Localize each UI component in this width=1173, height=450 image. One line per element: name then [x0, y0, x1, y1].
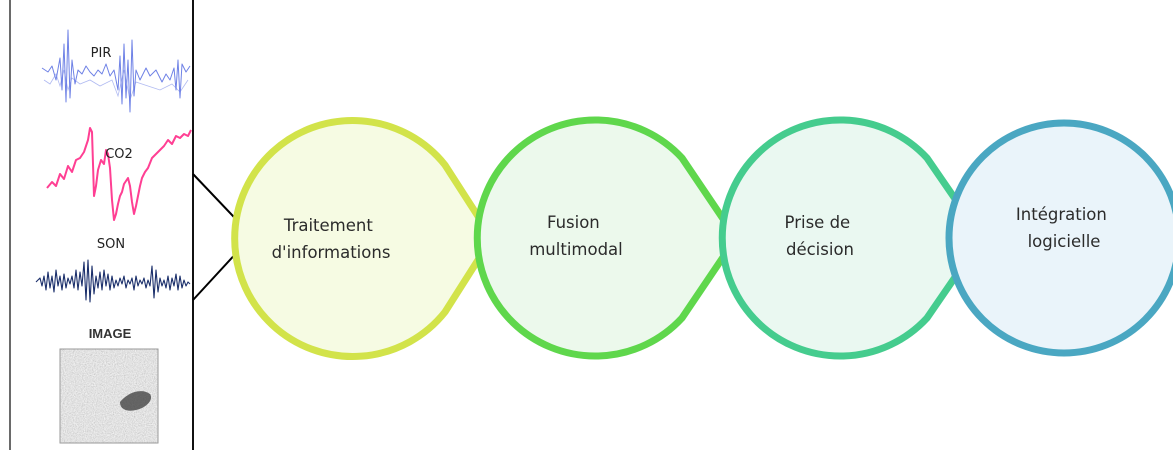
son-label: SON — [97, 237, 125, 252]
pir-waveform-echo — [43, 69, 189, 102]
step-fusion-label: Fusion multimodal — [529, 213, 623, 259]
step-fusion-shape — [473, 116, 740, 360]
co2-waveform — [46, 127, 192, 221]
step-integration: Intégration logicielle — [945, 119, 1173, 357]
workflow-steps: Traitement d'informations Fusion multimo… — [231, 116, 1173, 360]
image-label: IMAGE — [89, 326, 132, 341]
pir-signal: PIR — [41, 29, 191, 113]
step-integration-shape — [945, 119, 1173, 357]
son-waveform — [35, 259, 191, 303]
sensor-panel: PIR CO2 SON IMAGE — [9, 0, 194, 450]
co2-label: CO2 — [105, 147, 133, 162]
son-signal: SON — [35, 237, 191, 303]
co2-signal: CO2 — [46, 127, 192, 221]
step-traitement: Traitement d'informations — [231, 117, 496, 360]
step-decision-shape — [718, 116, 986, 360]
camera-image-blob — [120, 391, 152, 411]
step-integration-label: Intégration logicielle — [1016, 205, 1112, 251]
step-decision: Prise de décision — [718, 116, 986, 360]
pir-label: PIR — [91, 46, 112, 61]
step-traitement-label: Traitement d'informations — [272, 216, 391, 262]
step-decision-label: Prise de décision — [785, 213, 856, 259]
step-fusion: Fusion multimodal — [473, 116, 740, 360]
image-sensor: IMAGE — [59, 326, 159, 444]
step-traitement-shape — [231, 117, 496, 360]
camera-image-frame — [59, 348, 159, 444]
pir-waveform — [41, 29, 191, 113]
